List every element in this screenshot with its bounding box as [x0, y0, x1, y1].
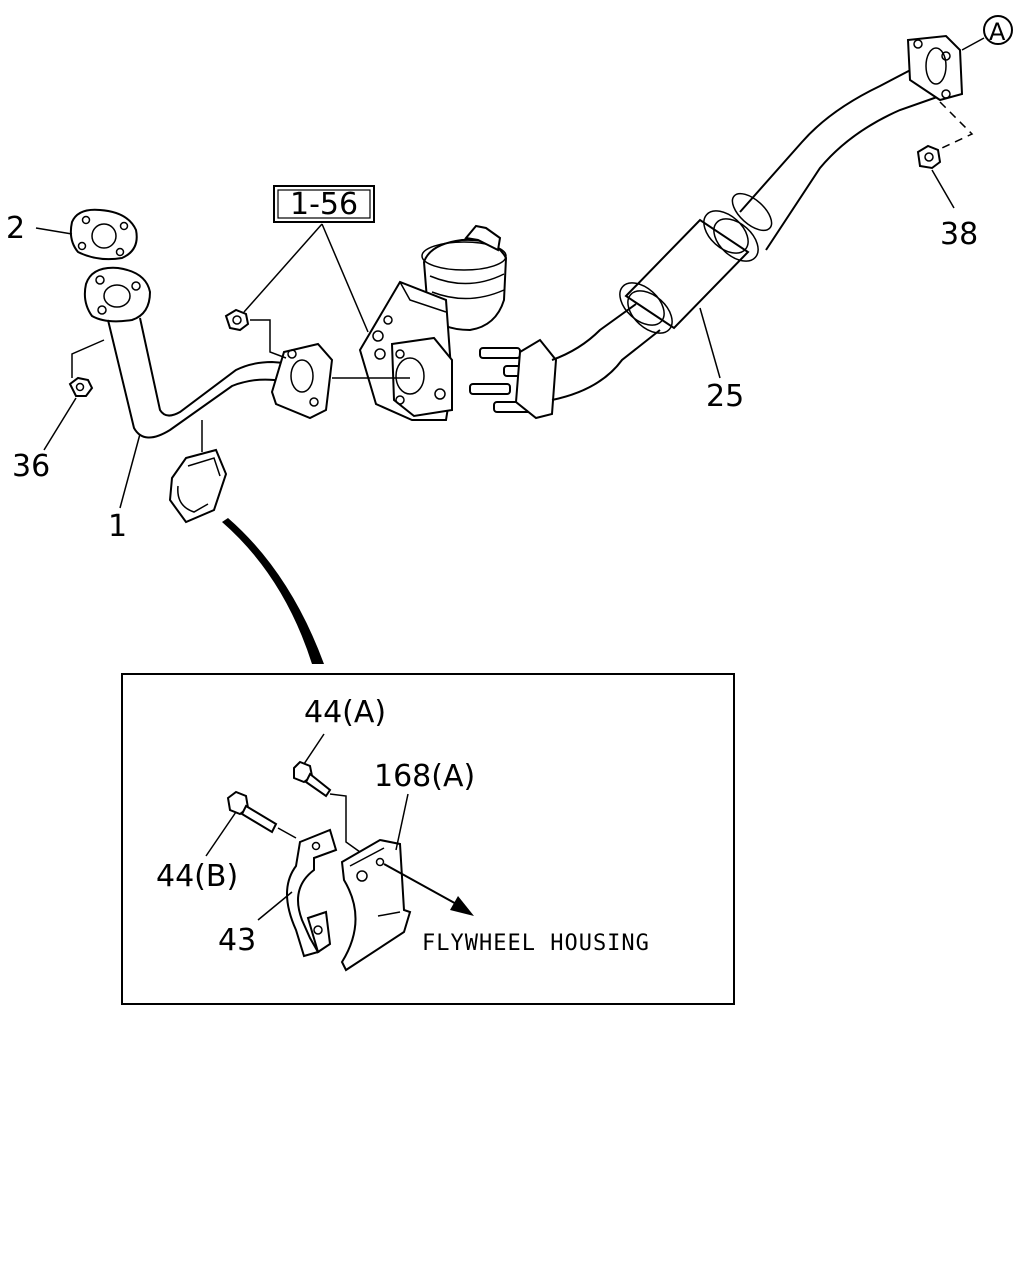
leader-ref-b: [321, 223, 369, 333]
leader-36: [43, 397, 77, 451]
leader-44a: [303, 733, 325, 765]
callout-2: 2: [6, 211, 25, 246]
leader-43: [257, 891, 293, 921]
callout-43: 43: [218, 923, 256, 958]
clamp-part-43: [286, 828, 338, 958]
bracket-part-168a: [340, 838, 412, 972]
callout-44b: 44(B): [156, 859, 238, 894]
callout-1: 1: [108, 509, 127, 544]
flywheel-arrow-head: [450, 896, 474, 916]
leader-1: [119, 433, 141, 509]
callout-circle-a: A: [983, 15, 1013, 46]
svg-text:1-56: 1-56: [290, 187, 358, 222]
detail-inset-box: [121, 673, 735, 1005]
egr-valve-unit: [358, 224, 508, 421]
leader-44b: [205, 811, 237, 857]
leader-ref-a: [243, 223, 323, 313]
reference-box-1-56: 1-56: [273, 185, 375, 223]
bracket-line-44a: [329, 793, 361, 853]
callout-36: 36: [12, 449, 50, 484]
leader-2: [35, 227, 73, 235]
pipe-clamp: [168, 448, 228, 524]
leader-a: [961, 37, 985, 51]
egr-nut: [224, 308, 250, 332]
rear-pipe-part-25: [469, 34, 964, 420]
flywheel-housing-note: FLYWHEEL HOUSING: [422, 931, 650, 956]
leader-25: [699, 307, 721, 379]
callout-25: 25: [706, 379, 744, 414]
dash-line-38: [939, 101, 974, 149]
leader-38: [931, 169, 955, 209]
nut-part-36: [68, 376, 94, 397]
svg-text:A: A: [989, 18, 1006, 46]
bolt-part-44a: [293, 760, 332, 798]
bracket-line-36: [71, 339, 105, 378]
callout-44a: 44(A): [304, 695, 386, 730]
callout-38: 38: [940, 217, 978, 252]
bracket-line-44b: [277, 827, 297, 839]
leader-168a: [395, 793, 409, 851]
gasket-part-2: [69, 208, 138, 261]
bracket-line-egr-nut: [250, 319, 287, 359]
front-exhaust-pipe-part-1: [83, 266, 334, 439]
nut-part-38: [916, 144, 942, 170]
bolt-part-44b: [226, 790, 278, 834]
flywheel-arrow-line: [383, 863, 461, 907]
callout-168a: 168(A): [374, 759, 475, 794]
detail-pointer-arrow: [222, 518, 324, 664]
